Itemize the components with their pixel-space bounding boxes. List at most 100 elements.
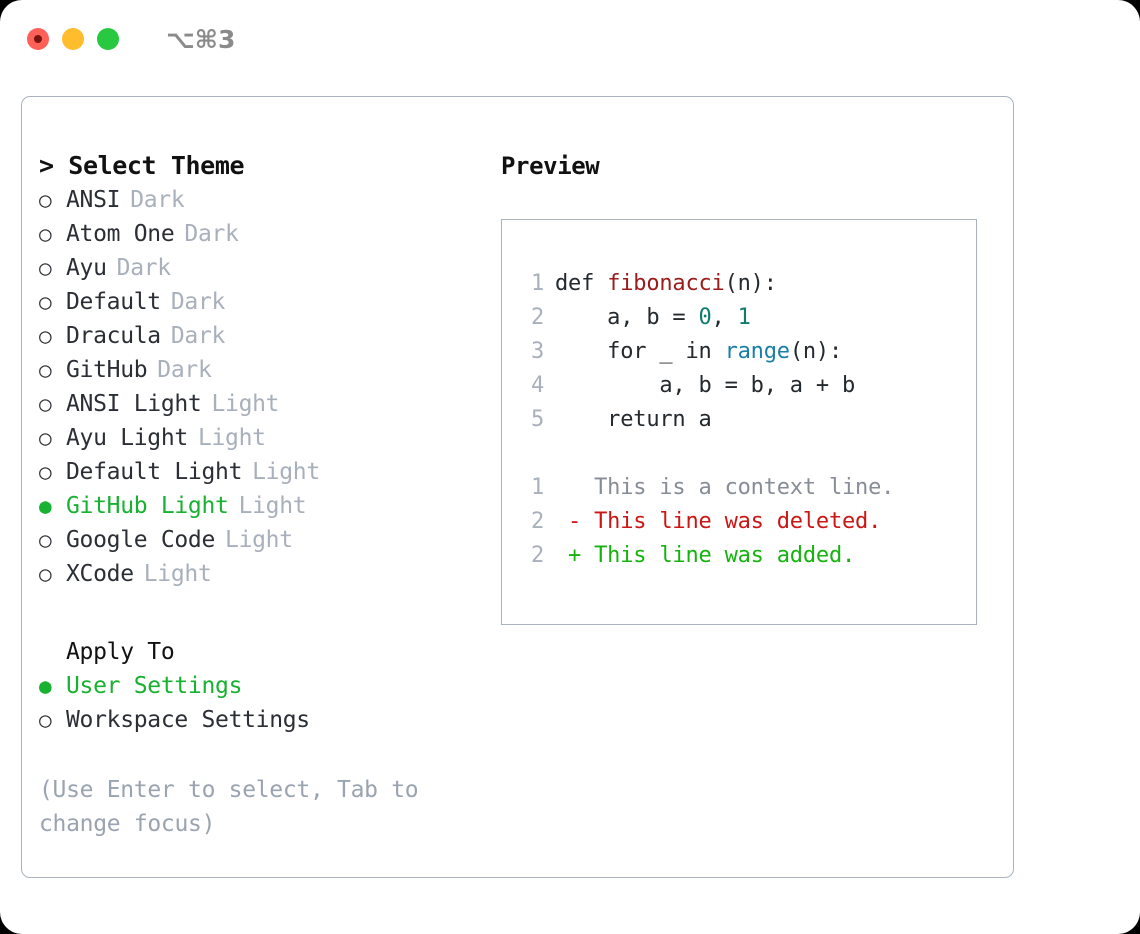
theme-variant-tag: Light (238, 493, 307, 519)
code-token: - This line was deleted. (555, 509, 882, 534)
apply-to-option[interactable]: ○ Workspace Settings (39, 703, 499, 737)
line-number: 2 (530, 543, 544, 568)
close-window-button[interactable] (27, 28, 49, 50)
theme-list-item[interactable]: ○ XCode Light (39, 557, 499, 591)
minimize-window-button[interactable] (62, 28, 84, 50)
theme-variant-tag: Dark (116, 255, 172, 281)
radio-unselected-icon: ○ (39, 392, 52, 416)
line-number: 1 (530, 475, 544, 500)
theme-list-item[interactable]: ○ ANSI Dark (39, 183, 499, 217)
theme-name-label: Ayu Light (66, 425, 188, 451)
theme-name-label: Atom One (66, 221, 175, 247)
theme-name-label: GitHub Light (66, 493, 229, 519)
apply-to-option[interactable]: ● User Settings (39, 669, 499, 703)
theme-list-item[interactable]: ○ Default Light Light (39, 455, 499, 489)
theme-list-item[interactable]: ○ Ayu Light Light (39, 421, 499, 455)
radio-unselected-icon: ○ (39, 528, 52, 552)
theme-list-item[interactable]: ○ Google Code Light (39, 523, 499, 557)
line-number: 4 (530, 373, 544, 398)
radio-unselected-icon: ○ (39, 188, 52, 212)
theme-list-item[interactable]: ○ Default Dark (39, 285, 499, 319)
theme-variant-tag: Light (225, 527, 293, 553)
theme-list-item[interactable]: ○ Ayu Dark (39, 251, 499, 285)
radio-unselected-icon: ○ (39, 708, 52, 732)
code-token: 0 (698, 305, 712, 330)
radio-unselected-icon: ○ (39, 426, 52, 450)
code-token: fibonacci (607, 271, 725, 296)
theme-variant-tag: Dark (130, 187, 185, 213)
theme-variant-tag: Light (197, 425, 266, 451)
window-controls (27, 28, 119, 50)
radio-unselected-icon: ○ (39, 256, 52, 280)
keyboard-hint-text: (Use Enter to select, Tab to change focu… (39, 777, 432, 837)
code-line: 2 a, b = 0, 1 (522, 301, 894, 335)
theme-variant-tag: Dark (184, 221, 239, 247)
diff-line: 1 This is a context line. (522, 471, 894, 505)
theme-variant-tag: Light (211, 391, 280, 417)
maximize-window-button[interactable] (97, 28, 119, 50)
theme-name-label: ANSI Light (66, 391, 202, 417)
diff-line: 2 + This line was added. (522, 539, 894, 573)
theme-name-label: Default (66, 289, 161, 315)
theme-variant-tag: Dark (170, 289, 226, 315)
code-token: , (711, 305, 738, 330)
theme-list-item[interactable]: ○ GitHub Dark (39, 353, 499, 387)
line-number: 3 (530, 339, 544, 364)
apply-to-label: User Settings (66, 673, 243, 699)
radio-unselected-icon: ○ (39, 358, 52, 382)
title-bar: ⌥⌘3 (0, 0, 1140, 78)
apply-to-heading: Apply To (66, 639, 175, 665)
line-number: 5 (530, 407, 544, 432)
diff-line: 2 - This line was deleted. (522, 505, 894, 539)
theme-name-label: GitHub (66, 357, 148, 383)
radio-selected-icon: ● (39, 494, 52, 518)
code-blank-line (522, 437, 894, 471)
code-token: range (724, 339, 790, 364)
theme-name-label: Ayu (66, 255, 107, 281)
code-token: def (555, 271, 608, 296)
theme-variant-tag: Dark (157, 357, 212, 383)
code-token: + This line was added. (555, 543, 856, 568)
theme-name-label: Default Light (66, 459, 243, 485)
radio-unselected-icon: ○ (39, 562, 52, 586)
code-token: a, b = (555, 305, 699, 330)
theme-name-label: XCode (66, 561, 134, 587)
code-token: return a (555, 407, 712, 432)
theme-list-item[interactable]: ○ ANSI Light Light (39, 387, 499, 421)
apply-to-label: Workspace Settings (66, 707, 310, 733)
spacer (39, 591, 499, 635)
radio-unselected-icon: ○ (39, 290, 52, 314)
radio-selected-icon: ● (39, 674, 52, 698)
theme-list-item[interactable]: ● GitHub Light Light (39, 489, 499, 523)
theme-variant-tag: Light (143, 561, 212, 587)
theme-variant-tag: Dark (170, 323, 226, 349)
radio-unselected-icon: ○ (39, 324, 52, 348)
preview-heading: Preview (501, 152, 600, 180)
theme-name-label: Google Code (66, 527, 216, 553)
radio-unselected-icon: ○ (39, 222, 52, 246)
code-line: 4 a, b = b, a + b (522, 369, 894, 403)
theme-variant-tag: Light (252, 459, 320, 485)
line-number: 2 (530, 509, 544, 534)
theme-name-label: ANSI (66, 187, 121, 213)
radio-unselected-icon: ○ (39, 460, 52, 484)
code-line: 5 return a (522, 403, 894, 437)
line-number: 2 (530, 305, 544, 330)
spacer (39, 737, 499, 773)
theme-list-item[interactable]: ○ Atom One Dark (39, 217, 499, 251)
theme-name-label: Dracula (66, 323, 161, 349)
apply-to-list[interactable]: ● User Settings ○ Workspace Settings (39, 669, 499, 737)
theme-list-item[interactable]: ○ Dracula Dark (39, 319, 499, 353)
code-token: for _ in (555, 339, 725, 364)
code-token: 1 (737, 305, 751, 330)
line-number: 1 (530, 271, 544, 296)
